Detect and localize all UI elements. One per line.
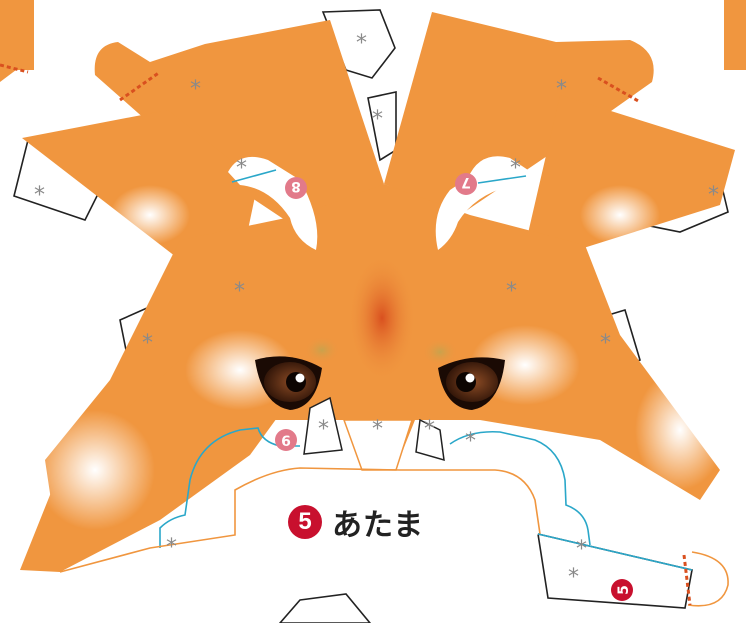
muzzle-tabs xyxy=(303,396,445,471)
glue-mark: * xyxy=(372,417,383,442)
lower-cheek-white-right xyxy=(635,370,725,490)
eye-right xyxy=(438,357,505,410)
glue-mark: * xyxy=(166,535,177,560)
svg-text:8: 8 xyxy=(291,178,301,194)
ear-fold-right xyxy=(597,76,641,104)
corner-fold xyxy=(0,63,29,74)
glue-mark: * xyxy=(506,279,517,304)
part-number-badge: 5 xyxy=(288,505,322,539)
glue-mark: * xyxy=(318,417,329,442)
cheek-white-left xyxy=(110,185,190,245)
glue-marks: * * * * * * * * * * * * * * * * * * * xyxy=(34,31,719,590)
ear-foldline-right xyxy=(477,175,527,184)
eye-left xyxy=(255,356,322,410)
corner-fur-left xyxy=(0,0,34,70)
glue-mark: * xyxy=(372,107,383,132)
corner-fur-left-tip xyxy=(0,60,16,82)
glue-mark: * xyxy=(568,565,579,590)
glue-mark: * xyxy=(465,429,476,454)
glue-mark: * xyxy=(34,183,45,208)
lower-jaw-lines xyxy=(59,427,729,607)
glue-mark: * xyxy=(576,537,587,562)
cheek-white-right xyxy=(580,185,660,245)
brow-right xyxy=(422,338,458,366)
svg-text:5: 5 xyxy=(616,585,632,595)
part-title: 5 あたま xyxy=(288,497,424,547)
brow-left xyxy=(304,336,340,364)
glue-mark: * xyxy=(556,77,567,102)
glue-mark: * xyxy=(234,279,245,304)
glue-mark: * xyxy=(510,156,521,181)
part-name: あたま xyxy=(332,508,425,543)
nose-bridge xyxy=(348,254,416,382)
badge-7: 7 xyxy=(455,173,477,195)
glue-mark: * xyxy=(424,417,435,442)
lower-cheek-white-left xyxy=(35,410,155,530)
ear-foldline-left xyxy=(231,169,277,183)
svg-text:6: 6 xyxy=(281,434,291,450)
svg-text:7: 7 xyxy=(461,174,471,190)
corner-fur-right xyxy=(724,0,746,70)
badge-8: 8 xyxy=(285,177,307,199)
tab-fold-mark xyxy=(682,554,692,606)
ear-fold-left xyxy=(119,70,161,102)
glue-mark: * xyxy=(600,331,611,356)
glue-mark: * xyxy=(142,331,153,356)
badge-6: 6 xyxy=(275,429,297,451)
chin-white xyxy=(236,470,538,575)
glue-mark: * xyxy=(708,183,719,208)
glue-mark: * xyxy=(236,156,247,181)
badge-5-small: 5 xyxy=(611,579,633,601)
glue-mark: * xyxy=(190,77,201,102)
glue-mark: * xyxy=(356,31,367,56)
